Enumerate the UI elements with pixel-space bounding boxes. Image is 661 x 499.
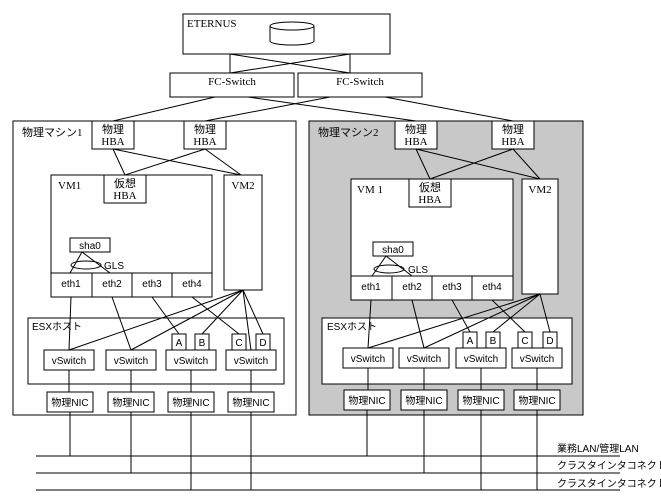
- machine-2-hba-links: [415, 148, 541, 180]
- fc-switch-1-label: FC-Switch: [208, 76, 256, 88]
- svg-text:物理NIC: 物理NIC: [462, 394, 499, 407]
- switch-hba-links: [112, 96, 514, 122]
- physical-machine-1: 物理マシン1 物理 HBA 物理 HBA VM1 仮想 HBA sha0 GLS: [12, 120, 297, 416]
- svg-text:物理NIC: 物理NIC: [405, 394, 442, 407]
- machine-2-hba-2: [491, 120, 535, 150]
- machine-2-vm2-label: VM2: [528, 184, 551, 196]
- machine-1-sha0: [69, 237, 111, 253]
- eternus-storage: ETERNUS: [182, 13, 391, 55]
- machine-2-vm-vswitch-links: [367, 293, 551, 349]
- machine-1-vm2: [223, 174, 263, 291]
- machine-1-virtual-hba: [103, 174, 147, 204]
- machine-1-vswitch-nic-links: [68, 370, 252, 392]
- machine-2-eth-row: eth1 eth2 eth3 eth4: [350, 275, 514, 301]
- svg-text:仮想: 仮想: [114, 176, 136, 190]
- machine-2-gls-links: [371, 255, 413, 277]
- machine-2-eth3: eth3: [442, 282, 462, 293]
- svg-text:物理: 物理: [502, 122, 524, 136]
- svg-text:sha0: sha0: [382, 245, 404, 256]
- machine-2-vswitch-nic-links: [367, 368, 538, 390]
- machine-1-gls-ring: [70, 260, 102, 270]
- machine-1-esx-label: ESXホスト: [32, 321, 82, 333]
- svg-text:物理: 物理: [405, 122, 427, 136]
- machine-1-hba-2: [183, 120, 227, 150]
- svg-text:A: A: [176, 338, 183, 349]
- machine-2-eth4: eth4: [482, 282, 502, 293]
- svg-text:物理NIC: 物理NIC: [51, 396, 88, 409]
- svg-text:仮想: 仮想: [419, 180, 441, 194]
- machine-1-vm1-label: VM1: [58, 180, 81, 192]
- fc-switch-1: FC-Switch: [169, 72, 295, 98]
- machine-2-vm2: [521, 178, 559, 295]
- machine-2-sha0: [372, 241, 414, 257]
- svg-text:物理NIC: 物理NIC: [112, 396, 149, 409]
- svg-text:HBA: HBA: [193, 136, 216, 148]
- physical-machine-2: 物理マシン2 物理 HBA 物理 HBA VM 1 仮想 HBA sha0 GL…: [308, 120, 584, 416]
- svg-text:B: B: [199, 338, 206, 349]
- machine-1-vm2-label: VM2: [231, 180, 254, 192]
- machine-1-eth1: eth1: [61, 279, 81, 290]
- svg-text:物理NIC: 物理NIC: [518, 394, 555, 407]
- machine-2-gls-ring: [373, 264, 405, 274]
- machine-1-title: 物理マシン1: [22, 125, 83, 139]
- network-buses: 業務LAN/管理LAN クラスタインタコネクト1 クラスタインタコネクト2: [36, 442, 661, 491]
- svg-text:HBA: HBA: [418, 194, 441, 206]
- machine-1-hba-links: [112, 148, 242, 176]
- nic-network-drops: [69, 410, 538, 490]
- svg-text:vSwitch: vSwitch: [174, 356, 208, 367]
- svg-text:物理: 物理: [194, 122, 216, 136]
- svg-text:vSwitch: vSwitch: [520, 354, 554, 365]
- fc-switch-2: FC-Switch: [297, 72, 423, 98]
- machine-2-gls-label: GLS: [408, 265, 428, 276]
- svg-text:物理NIC: 物理NIC: [232, 396, 269, 409]
- machine-1-gls-label: GLS: [104, 261, 124, 272]
- svg-text:vSwitch: vSwitch: [351, 354, 385, 365]
- svg-text:sha0: sha0: [79, 241, 101, 252]
- svg-text:物理: 物理: [102, 122, 124, 136]
- svg-text:C: C: [235, 338, 242, 349]
- fc-switch-2-label: FC-Switch: [336, 76, 384, 88]
- machine-2-title: 物理マシン2: [318, 125, 379, 139]
- svg-text:vSwitch: vSwitch: [234, 356, 268, 367]
- machine-2-esx-label: ESXホスト: [327, 321, 377, 333]
- machine-2-virtual-hba: [408, 178, 452, 208]
- machine-1-eth2: eth2: [102, 279, 122, 290]
- svg-text:HBA: HBA: [404, 136, 427, 148]
- cluster-interconnect-1-label: クラスタインタコネクト1: [557, 460, 661, 472]
- svg-text:vSwitch: vSwitch: [52, 356, 86, 367]
- cluster-interconnect-2-label: クラスタインタコネクト2: [557, 478, 661, 490]
- svg-text:D: D: [546, 336, 553, 347]
- svg-text:C: C: [521, 336, 528, 347]
- svg-text:物理NIC: 物理NIC: [172, 396, 209, 409]
- machine-2-vm1-label: VM 1: [357, 184, 383, 196]
- machine-2-eth1: eth1: [361, 282, 381, 293]
- business-lan-label: 業務LAN/管理LAN: [557, 442, 639, 455]
- disk-icon: [269, 21, 315, 46]
- svg-text:vSwitch: vSwitch: [464, 354, 498, 365]
- machine-1-vm-vswitch-links: [68, 289, 264, 351]
- machine-1-gls-links: [69, 251, 111, 274]
- svg-text:HBA: HBA: [113, 190, 136, 202]
- svg-text:B: B: [490, 336, 497, 347]
- storage-switch-links: [229, 53, 351, 74]
- svg-text:vSwitch: vSwitch: [114, 356, 148, 367]
- svg-text:HBA: HBA: [501, 136, 524, 148]
- svg-text:D: D: [259, 338, 266, 349]
- eternus-label: ETERNUS: [187, 18, 237, 30]
- machine-1-eth3: eth3: [142, 279, 162, 290]
- svg-text:HBA: HBA: [101, 136, 124, 148]
- svg-text:vSwitch: vSwitch: [407, 354, 441, 365]
- svg-text:物理NIC: 物理NIC: [348, 394, 385, 407]
- machine-1-eth-row: eth1 eth2 eth3 eth4: [50, 272, 213, 298]
- machine-1-hba-1: [91, 120, 135, 150]
- machine-1-eth4: eth4: [182, 279, 202, 290]
- svg-text:A: A: [467, 336, 474, 347]
- machine-2-eth2: eth2: [402, 282, 422, 293]
